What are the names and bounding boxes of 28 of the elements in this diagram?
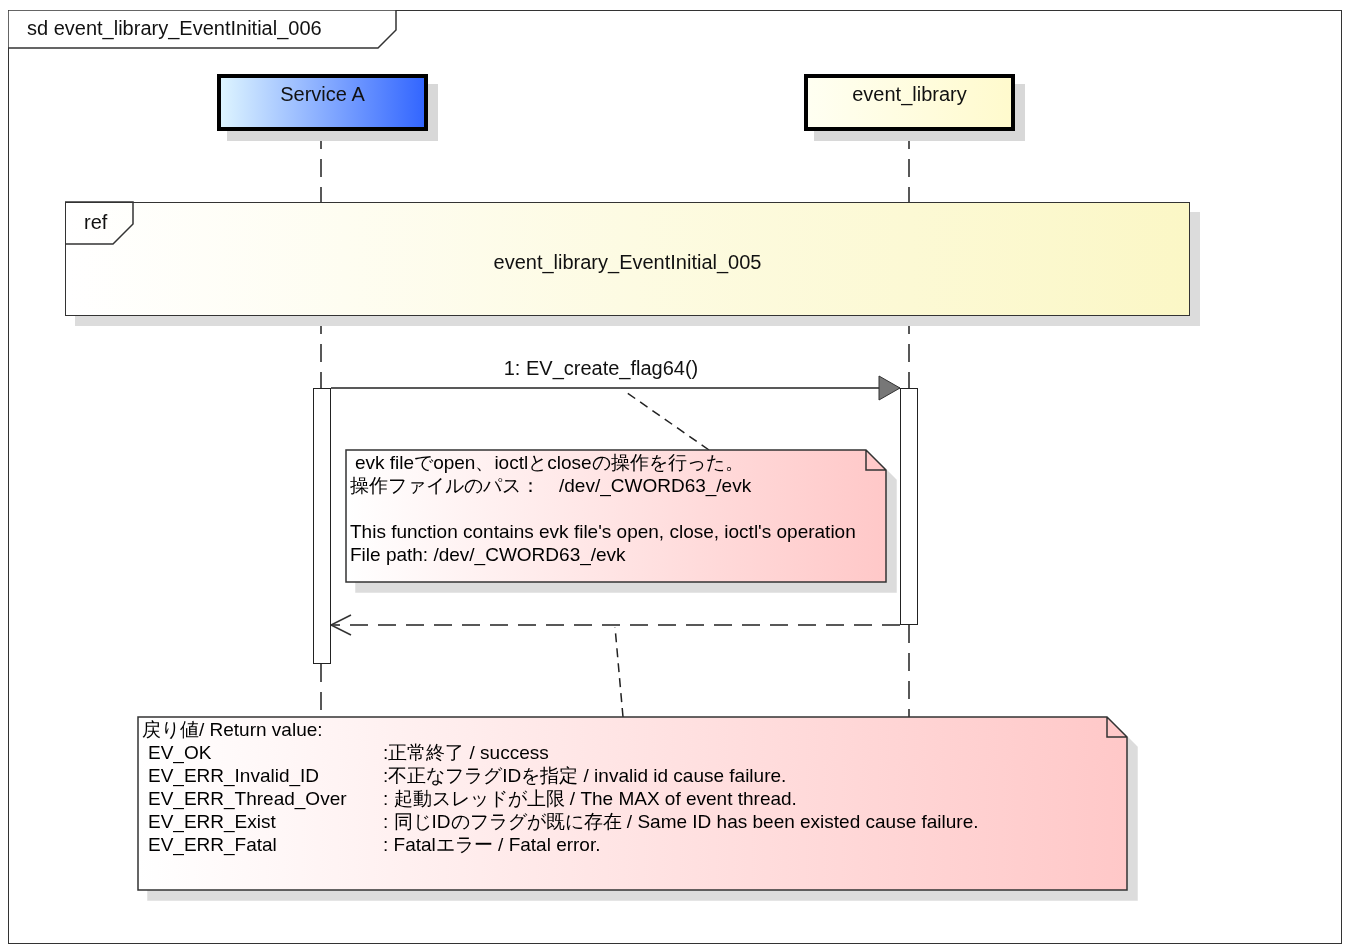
note-text: evk fileでopen、ioctlとcloseの操作を行った。 [354,451,745,474]
frame-title: sd event_library_EventInitial_006 [27,17,322,40]
activation-bar [313,388,331,664]
return-description: : 起動スレッドが上限 / The MAX of event thread. [383,787,798,810]
return-code: EV_ERR_Exist [148,810,277,833]
return-message-arrow [330,614,901,636]
return-code: EV_ERR_Thread_Over [148,787,348,810]
note [138,717,1127,890]
note-text: File path: /dev/_CWORD63_/evk [350,543,627,566]
return-code: EV_ERR_Fatal [148,833,278,856]
participant-name: Service A [280,83,365,106]
lifeline [908,624,910,718]
note-heading: 戻り値/ Return value: [142,718,324,741]
note-text: This function contains evk file's open, close, ioctl's operation [350,520,857,543]
return-code: EV_ERR_Invalid_ID [148,764,321,787]
reference-name: event_library_EventInitial_005 [492,251,763,274]
return-description: : Fatalエラー / Fatal error. [383,833,602,856]
note [346,450,886,582]
return-code: EV_OK [148,741,213,764]
note-text: 操作ファイルのパス： /dev/_CWORD63_/evk [350,474,753,497]
return-description: :正常終了 / success [383,741,550,764]
return-description: :不正なフラグIDを指定 / invalid id cause failure. [383,764,788,787]
ref-keyword: ref [84,211,108,234]
return-description: : 同じIDのフラグが既に存在 / Same ID has been existed cause failure. [383,810,980,833]
activation-bar [900,388,918,625]
message-arrow [330,375,901,401]
participant-name: event_library [852,83,967,106]
sequence-frame [8,10,1342,944]
